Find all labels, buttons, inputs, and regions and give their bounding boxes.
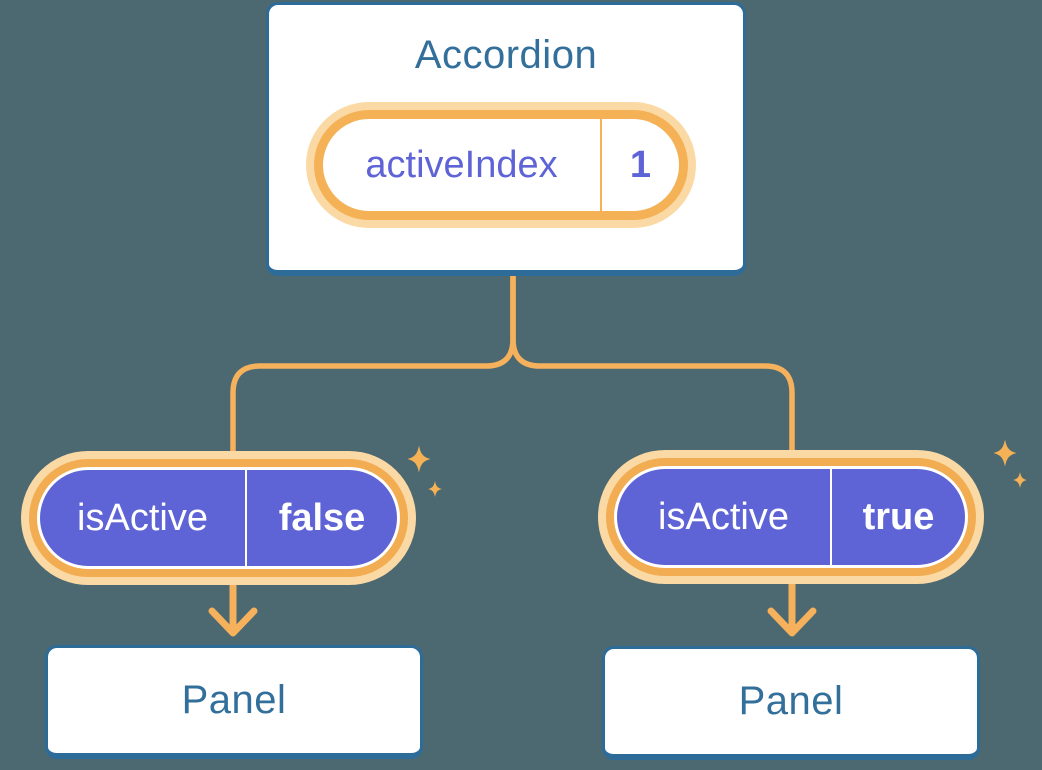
state-pill-value: 1 <box>629 143 652 186</box>
panel-component-box-right: Panel <box>602 646 980 760</box>
sparkle-icon <box>407 445 431 473</box>
state-pill-label: activeIndex <box>365 143 558 186</box>
pill-divider <box>830 469 832 565</box>
accordion-title: Accordion <box>414 33 598 77</box>
arrow-right-head <box>767 607 817 637</box>
arrow-left-head <box>208 607 258 637</box>
sparkle-icon <box>428 480 442 498</box>
prop-pill-value: false <box>278 496 366 539</box>
sparkle-icon <box>1013 471 1027 489</box>
prop-pill-value: true <box>862 495 935 538</box>
prop-pill-is-active-true: isActive true <box>614 466 968 568</box>
sparkle-icon <box>993 439 1017 467</box>
prop-pill-label: isActive <box>658 495 789 538</box>
panel-title: Panel <box>738 679 844 723</box>
state-pill-active-index: activeIndex 1 <box>314 110 688 220</box>
connector-branch-left <box>230 271 516 458</box>
panel-component-box-left: Panel <box>45 645 423 759</box>
pill-divider <box>600 119 602 211</box>
pill-divider <box>245 470 247 566</box>
prop-pill-is-active-false: isActive false <box>37 467 400 569</box>
prop-pill-label: isActive <box>77 496 208 539</box>
connector-branch-right <box>510 271 795 456</box>
panel-title: Panel <box>181 678 287 722</box>
